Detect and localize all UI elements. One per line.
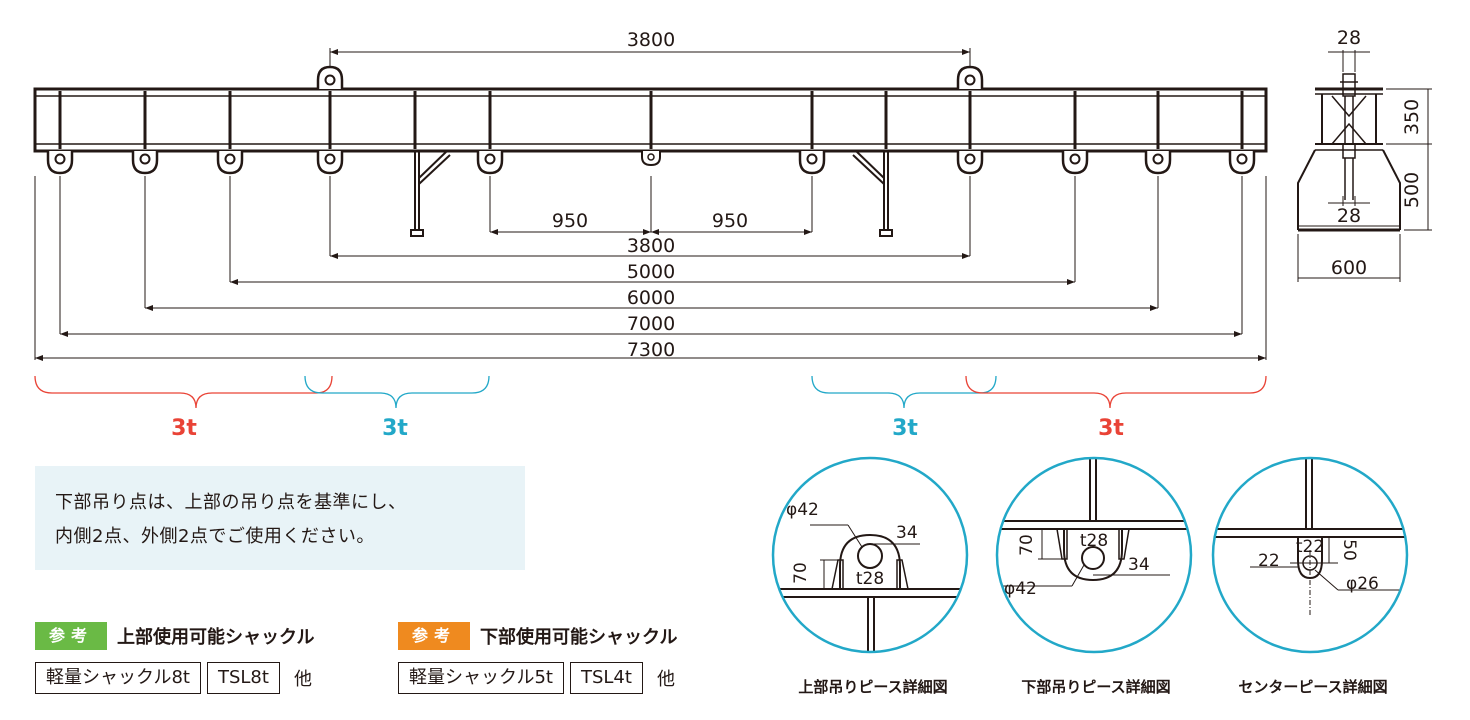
dimline-950-left — [490, 229, 651, 235]
usage-note: 下部吊り点は、上部の吊り点を基準にし、 内側2点、外側2点でご使用ください。 — [35, 466, 525, 570]
lower-lifting-lug-7 — [956, 151, 984, 175]
side-view-labels: 28 28 600 350 500 — [1331, 27, 1423, 279]
dim-7300: 7300 — [627, 339, 675, 361]
dimline-3800 — [330, 253, 970, 259]
lower-lifting-lug-4 — [316, 151, 344, 175]
capacity-braces — [34, 375, 1267, 409]
dimline-5000 — [230, 279, 1075, 285]
lower-shackle-item-2: TSL4t — [569, 662, 643, 694]
dim-950-left: 950 — [552, 210, 588, 232]
dim-6000: 6000 — [627, 287, 675, 309]
dim-3800: 3800 — [627, 235, 675, 257]
upper-lifting-lug-1 — [316, 65, 344, 89]
center-piece — [641, 151, 661, 167]
lifting-lugs — [46, 65, 1256, 175]
detail-upper-caption: 上部吊りピース詳細図 — [798, 678, 947, 696]
detail-upper-width: 34 — [896, 523, 918, 543]
lower-shackle-heading: 参考 下部使用可能シャックル — [398, 622, 677, 650]
lower-shackle-title: 下部使用可能シャックル — [480, 627, 678, 648]
dim-side-350: 350 — [1401, 99, 1423, 135]
dimline-7000 — [60, 331, 1242, 337]
detail-lower-piece: t28 70 34 φ42 下部吊りピース詳細図 — [995, 456, 1193, 696]
dimline-6000 — [145, 305, 1158, 311]
dim-top-3800: 3800 — [627, 29, 675, 51]
dim-7000: 7000 — [627, 313, 675, 335]
capacity-left-red: 3t — [171, 416, 197, 441]
detail-lower-caption: 下部吊りピース詳細図 — [1021, 678, 1170, 696]
detail-center-height: 50 — [1339, 539, 1359, 561]
lower-lifting-lug-9 — [1144, 151, 1172, 175]
dimline-top-3800 — [330, 49, 970, 55]
dim-950-right: 950 — [712, 210, 748, 232]
detail-lower-thickness: t28 — [1080, 531, 1108, 551]
detail-lower-width: 34 — [1128, 555, 1150, 575]
detail-upper-thickness: t28 — [856, 569, 884, 589]
upper-shackle-list: 軽量シャックル8t TSL8t 他 — [35, 662, 312, 694]
lower-shackle-item-1: 軽量シャックル5t — [398, 662, 564, 694]
capacity-right-cyan: 3t — [892, 416, 918, 441]
dim-side-28-top: 28 — [1337, 27, 1361, 49]
detail-center-hole-dia: φ26 — [1346, 574, 1379, 594]
dim-side-600: 600 — [1331, 257, 1367, 279]
upper-shackle-item-2: TSL8t — [206, 662, 280, 694]
upper-reference-tag: 参考 — [35, 622, 108, 650]
lower-lifting-lug-2 — [131, 151, 159, 175]
brace-left-cyan — [304, 375, 490, 409]
brace-right-cyan — [811, 375, 997, 409]
lower-reference-tag: 参考 — [398, 622, 471, 650]
detail-center-piece: t22 50 22 φ26 センターピース詳細図 — [1211, 456, 1409, 696]
detail-upper-hole-dia: φ42 — [786, 500, 819, 520]
detail-upper-piece: φ42 34 70 t28 上部吊りピース詳細図 — [771, 456, 969, 696]
capacity-labels: 3t 3t 3t 3t — [171, 416, 1124, 441]
usage-note-line2: 内側2点、外側2点でご使用ください。 — [55, 526, 375, 547]
brace-right-red — [965, 375, 1267, 409]
upper-shackle-item-1: 軽量シャックル8t — [35, 662, 201, 694]
brace-left-red — [34, 375, 333, 409]
dim-5000: 5000 — [627, 261, 675, 283]
stiffeners — [58, 91, 1244, 149]
lower-lifting-lug-1 — [46, 151, 74, 175]
side-view-dimensions — [1297, 50, 1432, 282]
lower-lifting-lug-10 — [1228, 151, 1256, 175]
detail-center-caption: センターピース詳細図 — [1238, 678, 1387, 696]
lower-lifting-lug-5 — [476, 151, 504, 175]
dimline-950-right — [651, 229, 812, 235]
capacity-left-cyan: 3t — [382, 416, 408, 441]
usage-note-line1: 下部吊り点は、上部の吊り点を基準にし、 — [55, 492, 407, 513]
beam-elevation — [33, 87, 1268, 153]
detail-upper-height: 70 — [791, 562, 811, 584]
detail-lower-height: 70 — [1017, 534, 1037, 556]
upper-shackle-title: 上部使用可能シャックル — [117, 627, 315, 648]
capacity-right-red: 3t — [1098, 416, 1124, 441]
upper-lifting-lug-2 — [956, 65, 984, 89]
lower-shackle-etc: 他 — [656, 669, 675, 690]
dim-side-28-inner: 28 — [1337, 205, 1361, 227]
beam-dimension-labels: 3800 950 950 3800 5000 6000 7000 7300 — [552, 29, 748, 361]
detail-center-thickness: t22 — [1296, 537, 1324, 557]
detail-center-width: 22 — [1258, 551, 1280, 571]
side-view — [1297, 73, 1401, 232]
upper-shackle-etc: 他 — [293, 669, 312, 690]
beam-support-legs — [410, 150, 893, 237]
lower-shackle-list: 軽量シャックル5t TSL4t 他 — [398, 662, 675, 694]
dimension-lines — [34, 48, 1267, 361]
dim-side-500: 500 — [1401, 172, 1423, 208]
lower-lifting-lug-3 — [216, 151, 244, 175]
upper-shackle-heading: 参考 上部使用可能シャックル — [35, 622, 314, 650]
detail-lower-hole-dia: φ42 — [1004, 579, 1037, 599]
lower-lifting-lug-8 — [1061, 151, 1089, 175]
lower-lifting-lug-6 — [798, 151, 826, 175]
dimline-7300 — [35, 355, 1266, 361]
